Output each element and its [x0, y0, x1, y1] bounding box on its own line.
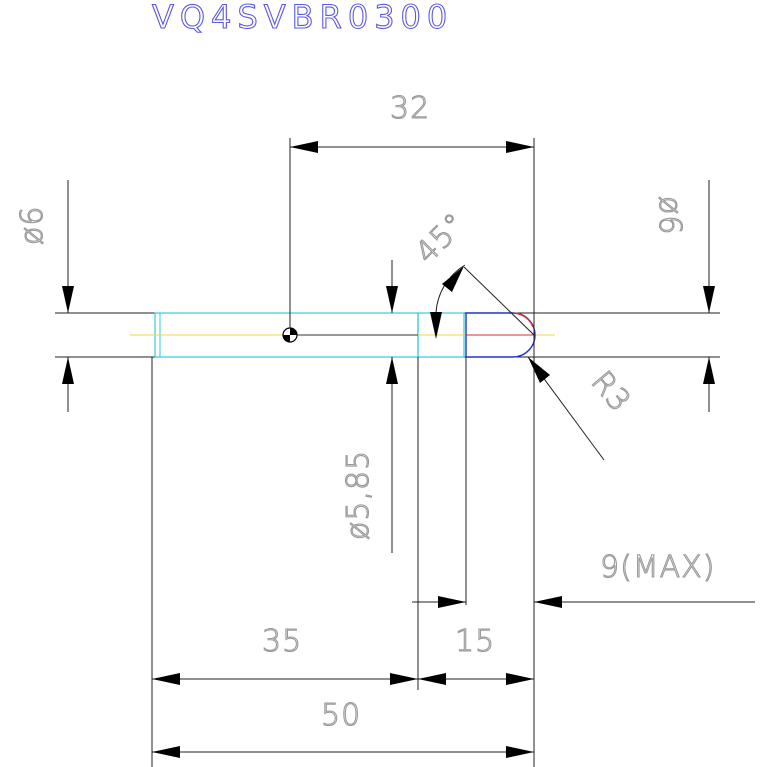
arrow-50-right	[506, 746, 534, 758]
arrow-9max-left	[438, 596, 466, 608]
arrow-45-top	[442, 266, 464, 292]
angle-45-reference-line	[463, 266, 535, 336]
dimension-35-label: 35	[262, 624, 302, 659]
arrow-dia585-bottom	[386, 357, 398, 384]
arrow-dia6-left-bottom	[62, 357, 74, 384]
datum-symbol	[282, 327, 298, 343]
arrow-15-right	[506, 673, 534, 685]
arrow-dia6-right-top	[703, 286, 715, 313]
arrow-50-left	[152, 746, 180, 758]
angle-45-label: 45°	[409, 206, 473, 270]
dia6-right-label: ø6	[652, 196, 687, 235]
arrow-dia6-right-bottom	[703, 357, 715, 384]
arrow-15-left	[418, 673, 446, 685]
arrow-dia585-top	[386, 286, 398, 313]
arrow-32-right	[506, 141, 534, 153]
dimension-15-label: 15	[455, 624, 495, 659]
arrow-dia6-left-top	[62, 286, 74, 313]
dia6-left-label: ø6	[15, 206, 50, 245]
arrow-35-right	[390, 673, 418, 685]
part-number-title: VQ4SVBR0300	[152, 0, 453, 36]
r3-label: R3	[584, 365, 638, 420]
dimension-50-label: 50	[321, 698, 361, 733]
dimension-9max-label: 9(MAX)	[600, 550, 715, 585]
dimension-32-label: 32	[390, 91, 430, 126]
arrow-r3	[528, 357, 550, 383]
arrow-32-left	[290, 141, 318, 153]
arrow-35-left	[152, 673, 180, 685]
dia585-label: ø5,85	[341, 450, 376, 540]
arrow-9max-right	[534, 596, 562, 608]
tip-arc-red	[512, 312, 534, 328]
arrow-45-bottom	[430, 312, 442, 339]
